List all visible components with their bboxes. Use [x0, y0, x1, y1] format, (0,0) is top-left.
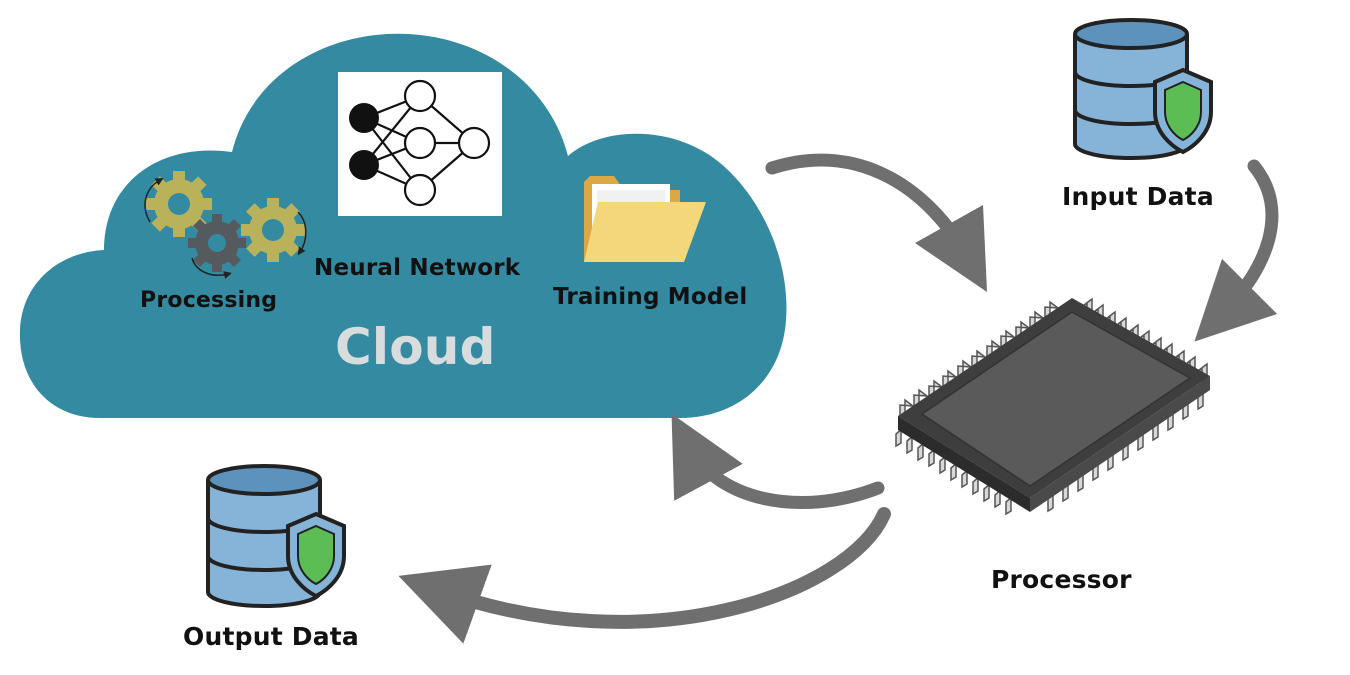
cloud-shape	[19, 33, 787, 418]
neural-network-label: Neural Network	[314, 255, 521, 281]
arrow-input-to-processor	[1194, 159, 1279, 342]
training-model-label: Training Model	[553, 284, 748, 310]
cloud-label: Cloud	[335, 318, 496, 376]
output-data-label: Output Data	[183, 622, 359, 651]
processing-label: Processing	[140, 288, 278, 313]
processor-label: Processor	[991, 565, 1132, 594]
output-database-icon	[206, 464, 346, 608]
arrow-processor-to-output	[398, 507, 891, 644]
arrow-cloud-to-processor	[765, 153, 988, 293]
microchip-icon	[895, 297, 1210, 516]
input-database-icon	[1073, 18, 1213, 160]
input-data-label: Input Data	[1062, 182, 1214, 211]
arrow-processor-to-cloud	[671, 413, 885, 509]
neural-network-icon	[338, 72, 502, 216]
folder-icon	[584, 176, 706, 262]
gears-icon	[144, 171, 307, 279]
